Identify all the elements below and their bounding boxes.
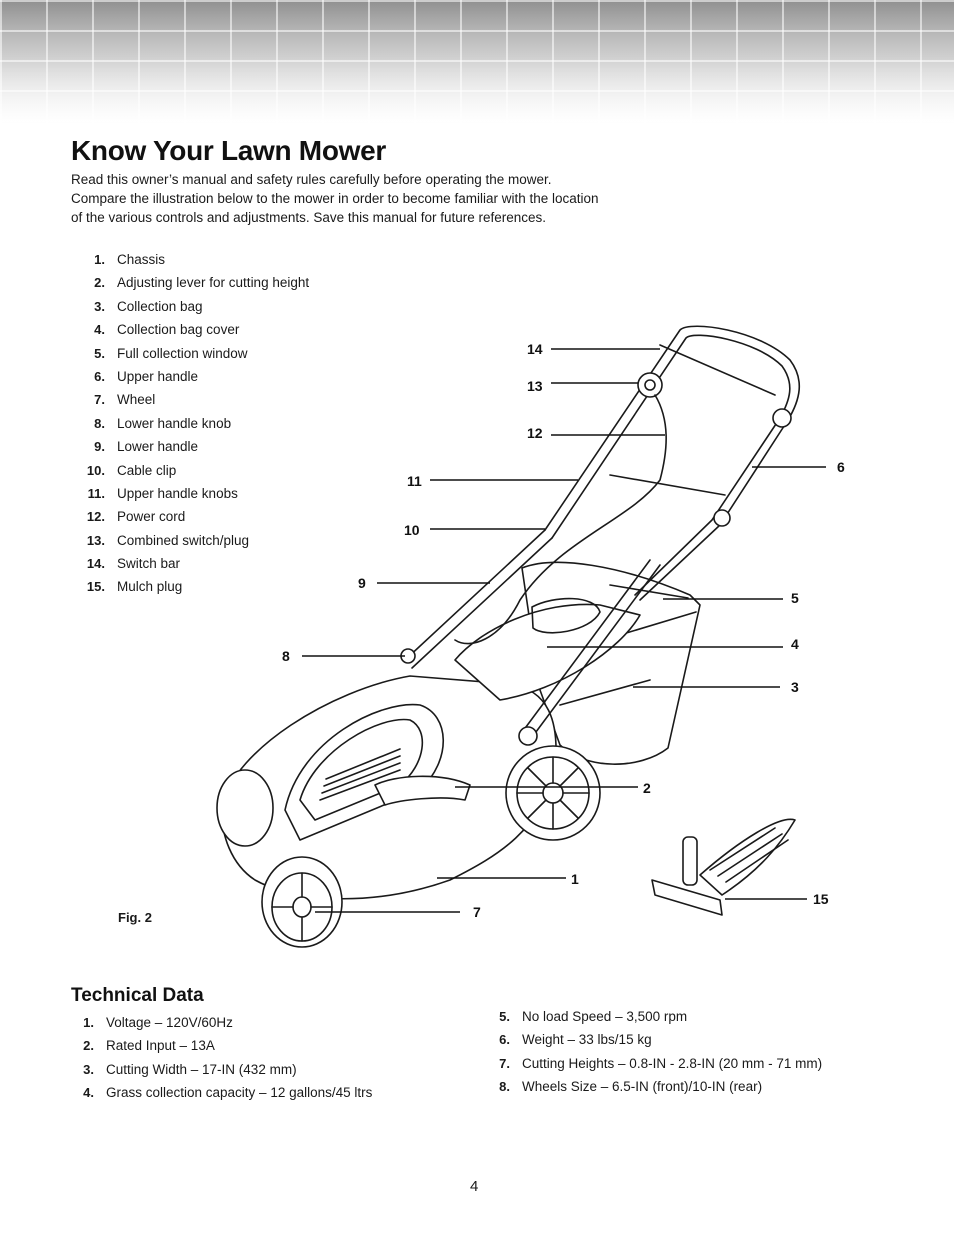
spec-number: 2.	[83, 1038, 94, 1054]
callout-label: 5	[791, 590, 799, 606]
parts-list-item: 4. Collection bag cover	[80, 318, 309, 341]
callout-leader-lines	[302, 348, 826, 913]
part-label: Switch bar	[117, 556, 181, 572]
part-label: Full collection window	[117, 345, 248, 361]
spec-item: 6. Weight – 33 lbs/15 kg	[496, 1028, 822, 1051]
spec-number: 4.	[83, 1085, 94, 1101]
part-label: Cable clip	[117, 462, 177, 478]
part-number: 1.	[94, 252, 105, 267]
part-label: Chassis	[117, 252, 166, 267]
parts-list-item: 11. Upper handle knobs	[80, 482, 309, 505]
spec-text: Cutting Heights – 0.8-IN - 2.8-IN (20 mm…	[522, 1055, 823, 1071]
part-label: Combined switch/plug	[117, 532, 250, 548]
parts-list-item: 9. Lower handle	[80, 435, 309, 458]
parts-list-item: 13. Combined switch/plug	[80, 529, 309, 552]
callout-label: 1	[571, 871, 579, 887]
part-label: Adjusting lever for cutting height	[117, 275, 310, 291]
intro-line: Read this owner’s manual and safety rule…	[71, 172, 552, 187]
part-number: 4.	[94, 322, 105, 338]
mower-drawing	[216, 325, 801, 948]
parts-list-item: 2. Adjusting lever for cutting height	[80, 271, 309, 294]
spec-number: 5.	[499, 1009, 510, 1024]
part-number: 12.	[86, 509, 105, 525]
callout-label: 12	[527, 425, 543, 441]
header-banner	[0, 0, 954, 125]
part-label: Collection bag cover	[117, 322, 240, 338]
spec-text: Weight – 33 lbs/15 kg	[522, 1032, 652, 1048]
part-number: 14.	[86, 556, 105, 572]
part-number: 11.	[87, 485, 105, 501]
figure-caption: Fig. 2	[118, 910, 152, 925]
parts-list: 1. Chassis 2. Adjusting lever for cutting …	[80, 248, 309, 599]
page-number: 4	[470, 1178, 479, 1195]
parts-list-item: 12. Power cord	[80, 505, 309, 528]
spec-text: Cutting Width – 17-IN (432 mm)	[106, 1061, 297, 1077]
part-label: Mulch plug	[117, 579, 183, 595]
callout-label: 11	[407, 473, 422, 489]
spec-number: 6.	[499, 1032, 510, 1048]
parts-list-item: 10. Cable clip	[80, 459, 309, 482]
part-number: 15.	[86, 579, 105, 595]
spec-item: 4. Grass collection capacity – 12 gallons…	[80, 1081, 372, 1104]
parts-list-item: 3. Collection bag	[80, 295, 309, 318]
part-number: 8.	[94, 415, 105, 431]
part-label: Lower handle	[117, 439, 199, 455]
spec-number: 3.	[83, 1061, 94, 1077]
callout-label: 10	[404, 522, 420, 538]
callout-label: 15	[813, 891, 829, 907]
page-title: Know Your Lawn Mower	[71, 135, 386, 166]
technical-data-title: Technical Data	[71, 985, 204, 1006]
spec-number: 1.	[83, 1015, 94, 1030]
callout-label: 13	[527, 378, 543, 394]
part-label: Upper handle	[117, 368, 199, 384]
spec-text: Wheels Size – 6.5-IN (front)/10-IN (rear…	[522, 1079, 763, 1095]
parts-list-item: 6. Upper handle	[80, 365, 309, 388]
parts-list-item: 8. Lower handle knob	[80, 412, 309, 435]
spec-item: 7. Cutting Heights – 0.8-IN - 2.8-IN (20 …	[496, 1052, 822, 1075]
callout-label: 6	[837, 459, 845, 475]
spec-text: Voltage – 120V/60Hz	[106, 1015, 233, 1030]
part-number: 7.	[94, 392, 105, 408]
part-label: Wheel	[117, 392, 156, 408]
spec-text: Rated Input – 13A	[106, 1038, 215, 1054]
callout-label: 2	[643, 780, 651, 796]
part-number: 2.	[94, 275, 105, 291]
callout-label: 9	[358, 575, 366, 591]
part-number: 6.	[94, 368, 105, 384]
spec-item: 5. No load Speed – 3,500 rpm	[496, 1005, 822, 1028]
intro-line: of the various controls and adjustments.…	[71, 210, 546, 225]
parts-list-item: 15. Mulch plug	[80, 575, 309, 598]
part-number: 10.	[86, 462, 105, 478]
callout-label: 7	[473, 904, 481, 920]
intro-paragraph: Read this owner’s manual and safety rule…	[71, 170, 651, 227]
spec-item: 8. Wheels Size – 6.5-IN (front)/10-IN (re…	[496, 1075, 822, 1098]
callout-label: 3	[791, 679, 799, 695]
spec-number: 8.	[499, 1079, 510, 1095]
part-label: Collection bag	[117, 298, 203, 314]
part-label: Power cord	[117, 509, 186, 525]
spec-item: 1. Voltage – 120V/60Hz	[80, 1011, 372, 1034]
spec-text: Grass collection capacity – 12 gallons/4…	[106, 1085, 373, 1101]
part-label: Upper handle knobs	[117, 485, 238, 501]
intro-line: Compare the illustration below to the mo…	[71, 191, 599, 206]
part-number: 3.	[94, 298, 105, 314]
technical-data-list-left: 1. Voltage – 120V/60Hz 2. Rated Input – 13…	[80, 1011, 372, 1105]
part-number: 9.	[94, 439, 105, 455]
spec-text: No load Speed – 3,500 rpm	[522, 1009, 688, 1024]
parts-list-item: 7. Wheel	[80, 388, 309, 411]
callout-label: 4	[791, 636, 799, 652]
technical-data-list-right: 5. No load Speed – 3,500 rpm 6. Weight – 3…	[496, 1005, 822, 1099]
spec-item: 2. Rated Input – 13A	[80, 1034, 372, 1057]
parts-list-item: 1. Chassis	[80, 248, 309, 271]
spec-number: 7.	[499, 1055, 510, 1071]
part-label: Lower handle knob	[117, 415, 232, 431]
parts-list-item: 14. Switch bar	[80, 552, 309, 575]
callout-label: 14	[527, 341, 543, 357]
spec-item: 3. Cutting Width – 17-IN (432 mm)	[80, 1058, 372, 1081]
part-number: 13.	[86, 532, 105, 548]
parts-list-item: 5. Full collection window	[80, 342, 309, 365]
callout-label: 8	[282, 648, 290, 664]
part-number: 5.	[94, 345, 105, 361]
